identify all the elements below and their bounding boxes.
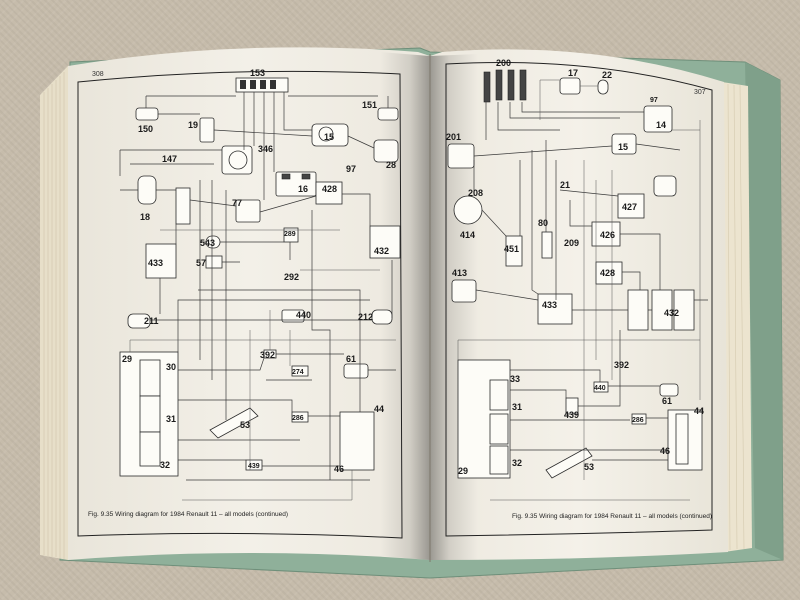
right-component-labels: 200 17 22 97 201 14 15 21 208 427 414 45…: [446, 58, 704, 476]
label: 46: [334, 464, 344, 474]
label: 18: [140, 212, 150, 222]
left-page: 308: [68, 47, 430, 561]
label: 46: [660, 446, 670, 456]
left-page-number: 308: [92, 71, 104, 78]
label: 80: [538, 218, 548, 228]
label: 30: [166, 362, 176, 372]
label: 286: [292, 415, 304, 422]
label: 21: [560, 180, 570, 190]
label: 97: [650, 97, 658, 104]
right-diagram-wires: [457, 79, 708, 501]
label: 61: [662, 396, 672, 406]
label: 432: [374, 246, 389, 256]
label: 392: [614, 360, 629, 370]
label: 19: [188, 120, 198, 130]
left-page-caption: Fig. 9.35 Wiring diagram for 1984 Renaul…: [88, 511, 288, 518]
label: 29: [458, 466, 468, 476]
label: 15: [324, 132, 334, 142]
label: 289: [284, 231, 296, 238]
label: 17: [568, 68, 578, 78]
label: 53: [584, 462, 594, 472]
label: 33: [510, 374, 520, 384]
label: 439: [564, 410, 579, 420]
label: 31: [512, 402, 522, 412]
label: 208: [468, 188, 483, 198]
right-diagram-components: [447, 69, 703, 479]
left-diagram-components: [119, 77, 401, 477]
label: 15: [618, 142, 628, 152]
label: 32: [512, 458, 522, 468]
right-page-number: 307: [694, 89, 706, 96]
label: 212: [358, 312, 373, 322]
label: 274: [292, 369, 304, 376]
label: 346: [258, 144, 273, 154]
right-page: 307: [430, 49, 728, 560]
right-page-caption: Fig. 9.35 Wiring diagram for 1984 Renaul…: [512, 513, 712, 520]
label: 428: [322, 184, 337, 194]
label: 44: [374, 404, 384, 414]
label: 440: [296, 310, 311, 320]
page-edges: [40, 66, 752, 560]
label: 57: [196, 258, 206, 268]
left-component-labels: 153 150 151 19 15 346 147 16 97 28 18 42…: [122, 68, 396, 474]
label: 61: [346, 354, 356, 364]
label: 16: [298, 184, 308, 194]
label: 151: [362, 100, 377, 110]
label: 209: [564, 238, 579, 248]
label: 22: [602, 70, 612, 80]
label: 427: [622, 202, 637, 212]
label: 31: [166, 414, 176, 424]
label: 392: [260, 350, 275, 360]
label: 432: [664, 308, 679, 318]
label: 440: [594, 385, 606, 392]
label: 14: [656, 120, 666, 130]
label: 200: [496, 58, 511, 68]
label: 286: [632, 417, 644, 424]
label: 201: [446, 132, 461, 142]
label: 413: [452, 268, 467, 278]
label: 29: [122, 354, 132, 364]
label: 428: [600, 268, 615, 278]
label: 433: [148, 258, 163, 268]
label: 32: [160, 460, 170, 470]
label: 53: [240, 420, 250, 430]
label: 426: [600, 230, 615, 240]
label: 97: [346, 164, 356, 174]
label: 543: [200, 238, 215, 248]
label: 433: [542, 300, 557, 310]
label: 211: [144, 316, 159, 326]
label: 44: [694, 406, 704, 416]
label: 292: [284, 272, 299, 282]
label: 153: [250, 68, 265, 78]
label: 147: [162, 154, 177, 164]
label: 414: [460, 230, 475, 240]
label: 439: [248, 463, 260, 470]
label: 28: [386, 160, 396, 170]
label: 77: [232, 198, 242, 208]
label: 451: [504, 244, 519, 254]
label: 150: [138, 124, 153, 134]
left-diagram-wires: [119, 92, 396, 501]
